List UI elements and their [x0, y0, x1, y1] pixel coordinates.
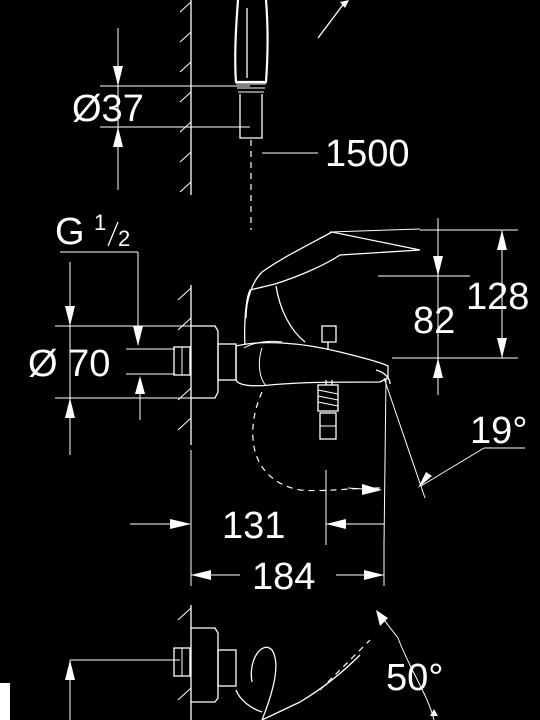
wall-hatch-lower	[177, 605, 192, 720]
label-thread-denominator: 2	[118, 226, 130, 251]
edge-mark	[0, 683, 10, 720]
thread-label: G 1 2	[55, 210, 143, 346]
dimension-184	[190, 450, 385, 586]
wall-hatch-upper	[179, 0, 192, 195]
dimension-d70	[55, 262, 210, 455]
dimension-128-82	[378, 218, 518, 395]
label-angle-19: 19°	[470, 410, 527, 452]
hose-path	[252, 391, 381, 492]
label-thread-numerator: 1	[94, 210, 106, 235]
label-diameter-37: Ø37	[72, 88, 144, 130]
hand-shower	[234, 0, 269, 230]
label-dimension-128: 128	[466, 276, 529, 318]
label-diameter-70: Ø 70	[28, 343, 110, 385]
dimension-131	[130, 470, 384, 545]
label-dimension-184: 184	[252, 556, 315, 598]
mixer-lower-view	[65, 627, 371, 720]
label-dimension-131: 131	[222, 505, 285, 547]
dimension-d37	[100, 28, 250, 190]
mixer-body	[173, 228, 421, 440]
label-angle-50: 50°	[386, 657, 443, 699]
wall-hatch-middle	[177, 285, 192, 445]
label-thread-g: G	[55, 211, 85, 253]
label-dimension-82: 82	[413, 300, 455, 342]
angle-50	[376, 610, 438, 720]
rotation-arrow-top	[317, 0, 349, 39]
label-dimension-1500: 1500	[325, 133, 410, 175]
angle-19	[347, 377, 525, 546]
